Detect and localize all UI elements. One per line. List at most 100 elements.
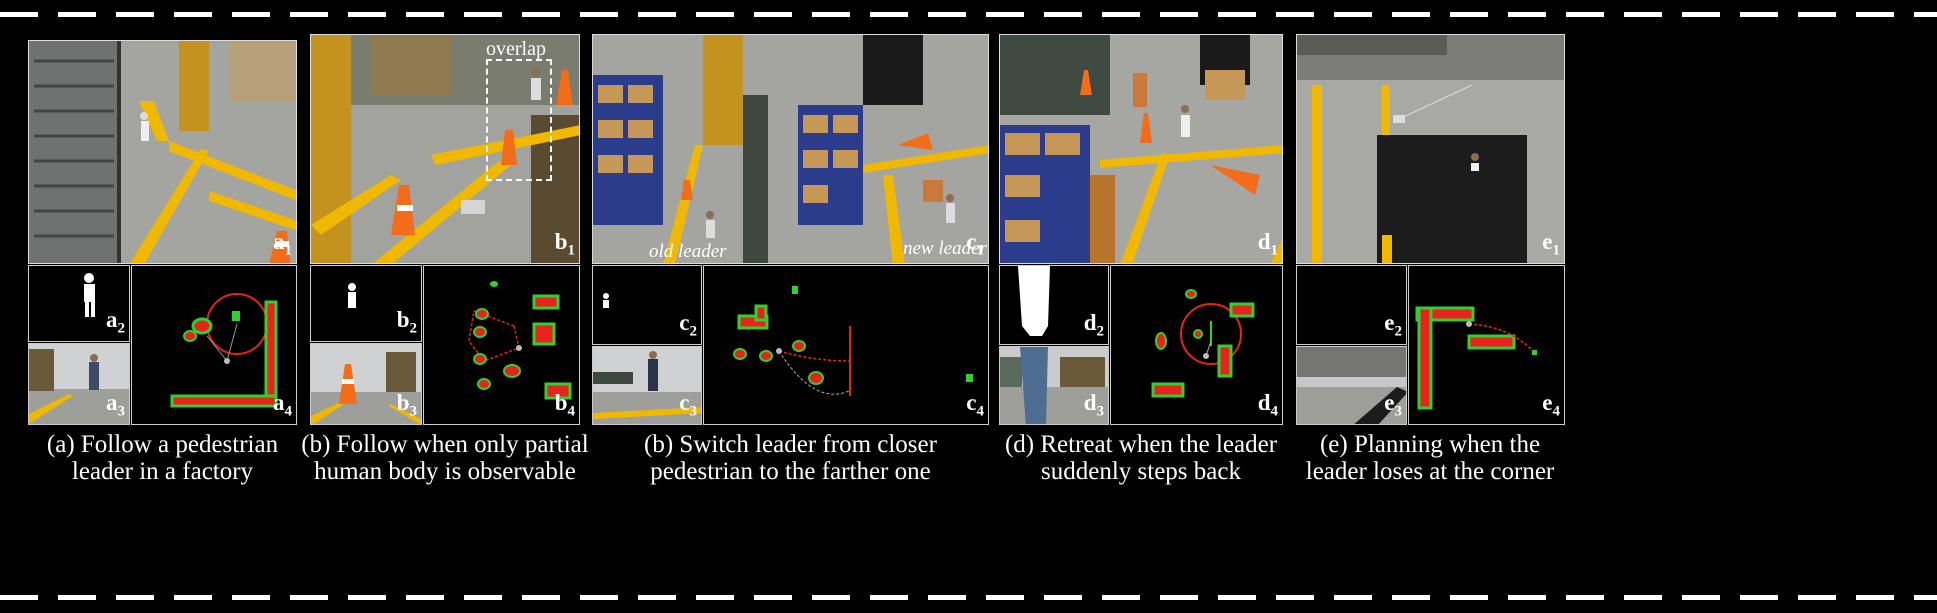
panel-c4-costmap: c4 [703, 265, 989, 425]
label-subscript: 2 [1096, 324, 1105, 340]
label-letter: c [679, 390, 690, 416]
label-subscript: 1 [567, 243, 576, 259]
label-letter: c [679, 310, 690, 336]
bottom-dashed-border [0, 595, 1937, 600]
label-subscript: 1 [976, 243, 985, 259]
label-letter: e [1384, 390, 1395, 416]
label-letter: b [396, 390, 410, 416]
label-letter: d [1083, 310, 1097, 336]
panel-a4-costmap: a4 [131, 265, 297, 425]
label-e4: e4 [1542, 390, 1560, 421]
panel-c1-scene: old leader new leader c1 [592, 34, 989, 264]
label-subscript: 3 [117, 404, 126, 420]
label-b2: b2 [397, 307, 417, 338]
factory-scene-c1 [593, 35, 988, 263]
caption-b: (b) Follow when only partial human body … [300, 431, 590, 485]
factory-scene-e1 [1297, 35, 1564, 263]
panel-c3-camera: c3 [592, 346, 702, 425]
factory-scene-b1 [311, 35, 579, 263]
panel-b2-silhouette: b2 [310, 265, 422, 342]
label-subscript: 1 [284, 243, 293, 259]
camera-view [29, 344, 129, 424]
caption-line: human body is observable [314, 458, 576, 485]
label-letter: a [273, 229, 285, 255]
panel-b4-costmap: b4 [423, 265, 580, 425]
caption-line: leader loses at the corner [1305, 458, 1555, 485]
label-subscript: 4 [976, 404, 985, 420]
costmap-c4 [733, 286, 973, 396]
caption-d: (d) Retreat when the leader suddenly ste… [999, 431, 1283, 485]
caption-line: (a) Follow a pedestrian [46, 431, 279, 458]
panel-c2-silhouette: c2 [592, 265, 702, 345]
label-c1: c1 [966, 229, 984, 260]
caption-line: suddenly steps back [1041, 458, 1241, 485]
label-a3: a3 [106, 390, 125, 421]
panel-e4-costmap: e4 [1408, 265, 1565, 425]
label-subscript: 4 [567, 404, 576, 420]
caption-c: (b) Switch leader from closer pedestrian… [592, 431, 989, 485]
panel-d3-camera: d3 [999, 346, 1109, 425]
panel-d2-silhouette: d2 [999, 265, 1109, 345]
label-subscript: 4 [284, 404, 293, 420]
panel-b1-scene: overlap b1 [310, 34, 580, 264]
label-subscript: 3 [1394, 404, 1403, 420]
label-letter: a [273, 390, 285, 416]
label-letter: e [1542, 390, 1553, 416]
costmap-a4 [170, 293, 278, 408]
label-subscript: 2 [117, 321, 126, 337]
factory-scene-d1 [1000, 35, 1282, 263]
silhouette-mask [1018, 266, 1050, 336]
overlap-dashed-box [486, 59, 552, 181]
panel-e3-camera: e3 [1296, 346, 1407, 425]
label-subscript: 1 [1552, 243, 1561, 259]
panel-b3-camera: b3 [310, 343, 422, 425]
label-letter: d [1257, 390, 1271, 416]
label-letter: b [554, 390, 568, 416]
label-letter: b [396, 307, 410, 333]
panel-d1-scene: d1 [999, 34, 1283, 264]
caption-e: (e) Planning when the leader loses at th… [1290, 431, 1570, 485]
label-a4: a4 [273, 390, 292, 421]
costmap-e4 [1415, 306, 1537, 410]
label-c4: c4 [966, 390, 984, 421]
label-letter: c [966, 229, 977, 255]
label-subscript: 2 [409, 321, 418, 337]
label-e1: e1 [1542, 229, 1560, 260]
label-subscript: 3 [409, 404, 418, 420]
label-a1: a1 [273, 229, 292, 260]
label-c3: c3 [679, 390, 697, 421]
caption-line: (b) Follow when only partial [301, 431, 589, 458]
camera-view [1000, 347, 1108, 424]
caption-line: pedestrian to the farther one [650, 458, 931, 485]
label-subscript: 1 [1270, 243, 1279, 259]
label-letter: c [966, 390, 977, 416]
old-leader-label: old leader [649, 241, 727, 262]
panel-a2-silhouette: a2 [28, 265, 130, 342]
label-d2: d2 [1084, 310, 1104, 341]
label-e3: e3 [1384, 390, 1402, 421]
label-letter: d [1257, 229, 1271, 255]
label-b3: b3 [397, 390, 417, 421]
label-subscript: 3 [689, 404, 698, 420]
label-a2: a2 [106, 307, 125, 338]
overlap-label: overlap [486, 38, 546, 60]
silhouette-mask [348, 283, 356, 308]
caption-a: (a) Follow a pedestrian leader in a fact… [28, 431, 297, 485]
new-leader-label: new leader [903, 238, 987, 259]
panel-d4-costmap: d4 [1110, 265, 1283, 425]
costmap-d4 [1151, 289, 1255, 398]
label-letter: a [106, 390, 118, 416]
caption-line: (e) Planning when the [1319, 431, 1541, 458]
label-b4: b4 [555, 390, 575, 421]
silhouette-mask [603, 293, 609, 308]
panel-e1-scene: e1 [1296, 34, 1565, 264]
label-subscript: 4 [1270, 404, 1279, 420]
camera-view [1297, 347, 1406, 424]
caption-line: leader in a factory [71, 458, 254, 485]
label-subscript: 2 [689, 324, 698, 340]
label-d1: d1 [1258, 229, 1278, 260]
silhouette-mask [84, 273, 95, 317]
panel-e2-silhouette: e2 [1296, 265, 1407, 345]
label-letter: d [1083, 390, 1097, 416]
panel-a1-scene: a1 [28, 40, 297, 264]
